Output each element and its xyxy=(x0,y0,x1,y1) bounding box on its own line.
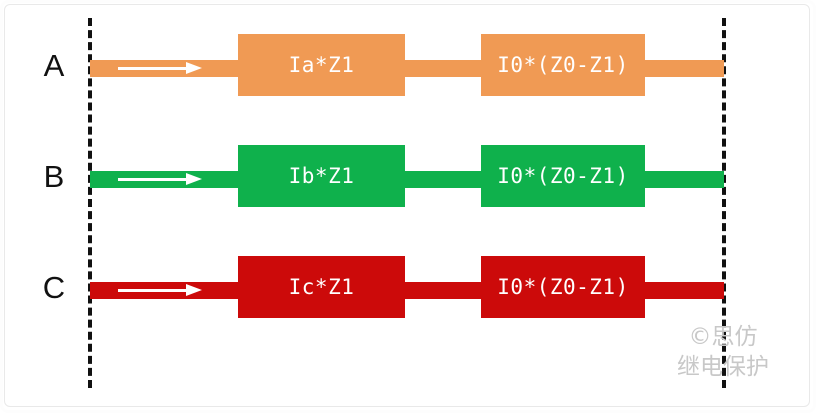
arrow-shaft xyxy=(118,178,190,181)
impedance-box-b-2-label: I0*(Z0-Z1) xyxy=(497,164,629,188)
watermark: ©思仿 继电保护 xyxy=(648,322,798,382)
impedance-box-a-1: Ia*Z1 xyxy=(238,34,405,96)
arrow-head xyxy=(186,284,202,296)
impedance-box-a-1-label: Ia*Z1 xyxy=(288,53,355,77)
watermark-line-2: 继电保护 xyxy=(677,354,769,380)
arrow-head xyxy=(186,173,202,185)
phase-row-c: C Ic*Z1 I0*(Z0-Z1) xyxy=(0,256,816,326)
phase-row-a: A Ia*Z1 I0*(Z0-Z1) xyxy=(0,34,816,104)
impedance-box-a-2: I0*(Z0-Z1) xyxy=(481,34,645,96)
impedance-box-c-1: Ic*Z1 xyxy=(238,256,405,318)
impedance-box-c-2-label: I0*(Z0-Z1) xyxy=(497,275,629,299)
arrow-shaft xyxy=(118,67,190,70)
impedance-box-c-2: I0*(Z0-Z1) xyxy=(481,256,645,318)
impedance-box-b-1-label: Ib*Z1 xyxy=(288,164,355,188)
current-direction-arrow-a xyxy=(118,62,202,75)
impedance-box-b-1: Ib*Z1 xyxy=(238,145,405,207)
watermark-line-1: ©思仿 xyxy=(688,324,758,350)
impedance-box-c-1-label: Ic*Z1 xyxy=(288,275,355,299)
arrow-shaft xyxy=(118,289,190,292)
boundary-line-left xyxy=(88,18,92,388)
arrow-head xyxy=(186,62,202,74)
impedance-box-a-2-label: I0*(Z0-Z1) xyxy=(497,53,629,77)
phase-label-c: C xyxy=(42,270,66,305)
current-direction-arrow-c xyxy=(118,284,202,297)
phase-label-a: A xyxy=(43,48,65,83)
impedance-box-b-2: I0*(Z0-Z1) xyxy=(481,145,645,207)
boundary-line-right xyxy=(722,18,726,388)
phase-label-b: B xyxy=(43,159,65,194)
phase-row-b: B Ib*Z1 I0*(Z0-Z1) xyxy=(0,145,816,215)
current-direction-arrow-b xyxy=(118,173,202,186)
